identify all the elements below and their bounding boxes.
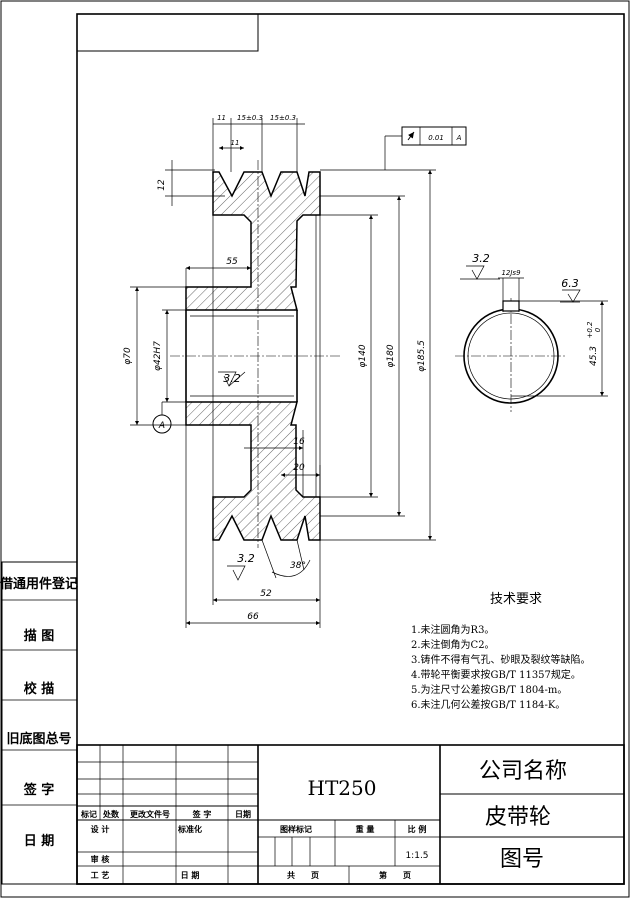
side-item-trace: 描 图 <box>24 628 55 644</box>
side-item-check: 校 描 <box>24 681 55 697</box>
datum-a-label: A <box>158 421 165 431</box>
title-drawing-no: 图号 <box>500 847 544 872</box>
dim-keyway-tol-upper: +0.2 <box>586 321 594 339</box>
dim-outer-diameter: φ185.5 <box>417 340 427 372</box>
dim-groove-pitch-1: 15±0.3 <box>237 114 263 122</box>
title-company: 公司名称 <box>479 759 567 784</box>
dim-groove-width: 11 <box>231 139 240 147</box>
dim-web-20: 20 <box>293 463 305 473</box>
tech-requirements-title: 技术要求 <box>490 592 542 607</box>
dim-keyway-tol-lower: 0 <box>594 327 602 332</box>
dim-width-66: 66 <box>247 612 259 622</box>
sheet-number: 第 页 <box>379 870 411 880</box>
dim-groove-angle: 38° <box>290 561 306 571</box>
title-material: HT250 <box>308 776 377 800</box>
rev-header-sign: 签 字 <box>192 809 212 819</box>
runout-value: 0.01 <box>428 134 444 142</box>
side-item-signature: 签 字 <box>23 782 55 798</box>
roughness-bore: 3.2 <box>223 372 241 385</box>
tech-requirement-2: 2.未注倒角为C2。 <box>411 638 495 651</box>
stage-mark-label: 图样标记 <box>280 824 312 834</box>
weight-label: 重 量 <box>356 824 375 834</box>
row-design: 设 计 <box>91 824 110 834</box>
row-process: 工 艺 <box>91 870 110 880</box>
dim-root-diameter: φ140 <box>358 344 368 367</box>
runout-datum: A <box>456 134 462 142</box>
tech-requirement-4: 4.带轮平衡要求按GB/T 11357规定。 <box>411 668 581 681</box>
tech-requirement-1: 1.未注圆角为R3。 <box>411 623 494 636</box>
dim-groove-depth: 12 <box>157 179 167 191</box>
dimension-texts: 11 15±0.3 15±0.3 11 12 55 φ70 φ42H7 A φ1… <box>123 114 462 622</box>
rev-header-mark: 标记 <box>80 809 97 819</box>
keyway-side-view: 3.2 6.3 12Js9 45.3 +0.2 0 <box>455 252 608 412</box>
scale-label: 比 例 <box>408 824 427 834</box>
row-standard: 标准化 <box>177 824 202 834</box>
upper-section <box>185 171 321 311</box>
rev-header-count: 处数 <box>102 809 120 819</box>
roughness-groove: 3.2 <box>237 552 255 565</box>
tech-requirement-5: 5.为注尺寸公差按GB/T 1804-m。 <box>411 683 567 696</box>
lower-section <box>185 401 321 541</box>
tech-requirement-6: 6.未注几何公差按GB/T 1184-K。 <box>411 698 565 711</box>
dim-width-52: 52 <box>260 589 272 599</box>
side-item-register: 借通用件登记 <box>0 576 78 592</box>
roughness-keyway: 3.2 <box>472 252 490 265</box>
dim-bore-diameter: φ42H7 <box>153 341 163 371</box>
row-date: 日 期 <box>181 870 200 880</box>
row-review: 审 核 <box>91 854 110 864</box>
title-block: HT250 公司名称 皮带轮 图号 标记 处数 更改文件号 签 字 日期 设 计… <box>76 744 625 885</box>
side-panel: 借通用件登记 描 图 校 描 旧底图总号 签 字 日 期 <box>0 561 78 885</box>
scale-value: 1:1.5 <box>405 851 428 861</box>
tech-requirements: 技术要求 1.未注圆角为R3。 2.未注倒角为C2。 3.铸件不得有气孔、砂眼及… <box>411 592 591 711</box>
roughness-bore-side: 6.3 <box>561 277 579 290</box>
dim-hub-length: 55 <box>226 257 238 267</box>
tech-requirement-3: 3.铸件不得有气孔、砂眼及裂纹等缺陷。 <box>411 653 591 666</box>
dim-groove-pitch-2: 15±0.3 <box>270 114 296 122</box>
side-item-date: 日 期 <box>24 834 55 849</box>
dimension-lines <box>130 118 467 628</box>
dim-keyway-depth: 45.3 <box>589 346 599 366</box>
rev-header-file: 更改文件号 <box>130 809 170 819</box>
dim-web-16: 16 <box>293 437 305 447</box>
total-sheets: 共 页 <box>287 870 319 880</box>
rev-header-date: 日期 <box>235 809 251 819</box>
title-part-name: 皮带轮 <box>485 805 551 830</box>
dim-groove-top: 11 <box>217 114 226 122</box>
pulley-section-view <box>170 160 340 548</box>
dim-keyway-width: 12Js9 <box>501 269 521 277</box>
side-item-old-number: 旧底图总号 <box>6 731 71 747</box>
dim-pitch-diameter: φ180 <box>386 344 396 367</box>
dim-hub-diameter: φ70 <box>123 347 133 365</box>
